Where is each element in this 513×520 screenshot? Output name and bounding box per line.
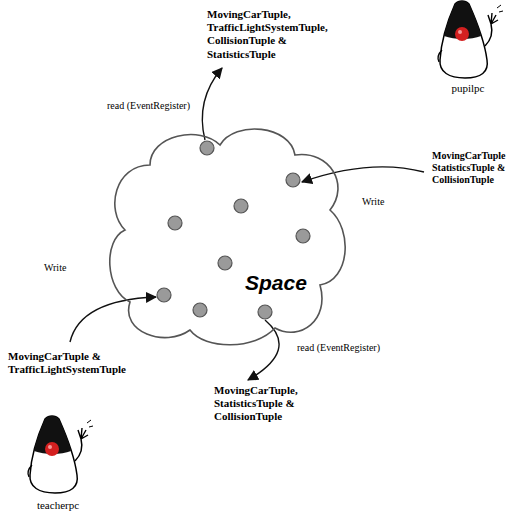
tuple-dot <box>296 229 310 243</box>
tuple-list: MovingCarTuple, TrafficLightSystemTuple,… <box>205 8 344 61</box>
read-arrow <box>202 68 222 140</box>
node-label: pupilpc <box>430 82 506 95</box>
write-arrow <box>70 297 156 342</box>
tuple-dot <box>286 173 300 187</box>
tuple-dot <box>218 256 232 270</box>
tuple-dot <box>157 288 171 302</box>
arrow-label: read (EventRegister) <box>295 342 382 354</box>
tuple-dot <box>234 199 248 213</box>
cloud-region: Space <box>105 120 350 350</box>
tuple-dot <box>168 216 182 230</box>
arrow-label: Write <box>42 262 68 274</box>
tuple-dot <box>193 303 207 317</box>
tuple-list: MovingCarTuple, StatisticsTuple & Collis… <box>212 384 331 424</box>
duke-mascot <box>28 416 93 493</box>
arrow-label: Write <box>360 196 386 208</box>
tuple-dot <box>258 305 272 319</box>
duke-mascot <box>438 1 503 78</box>
node-label: teacherpc <box>20 499 96 512</box>
arrow-label: read (EventRegister) <box>105 100 192 112</box>
tuple-list: MovingCarTuple StatisticsTuple & Collisi… <box>430 150 513 186</box>
cloud-region-shape <box>105 120 350 350</box>
pupil-computer: pupilpc <box>430 0 506 100</box>
tuple-dot <box>200 141 214 155</box>
cloud-outline <box>110 129 345 345</box>
teacher-computer: teacherpc <box>20 415 100 517</box>
node-label: Space <box>245 270 307 295</box>
tuple-list: MovingCarTuple & TrafficLightSystemTuple <box>6 350 160 376</box>
write-arrow <box>302 167 424 182</box>
